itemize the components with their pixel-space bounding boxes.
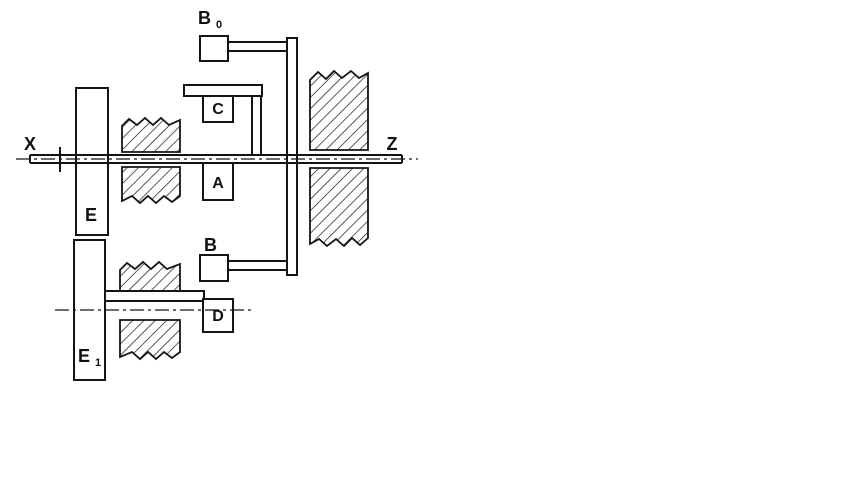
frame-hatch-bottom-lower: [119, 319, 181, 361]
input-shaft-label: X: [24, 134, 36, 154]
clutch-e-label: E: [85, 205, 97, 225]
band-b-label: B: [204, 235, 217, 255]
frame-hatch-left-lower: [121, 166, 181, 205]
band-b-strip: [227, 260, 289, 271]
clutch-c-link-strip: [251, 95, 262, 156]
brake-b0-label: B 0: [198, 8, 222, 31]
brake-b0-label-main: B: [198, 8, 211, 28]
gear-a-label: A: [212, 175, 224, 192]
brake-b0-anchor: [199, 35, 229, 62]
clutch-e-drum: [75, 87, 109, 236]
gear-d-label: D: [212, 308, 224, 325]
frame-hatch-left-upper: [121, 116, 181, 153]
clutch-e1-label-sub: 1: [95, 357, 101, 369]
clutch-c-box: [202, 95, 234, 123]
drum-vertical-member: [286, 37, 298, 276]
gear-a-box: [202, 162, 234, 201]
frame-hatch-right-upper: [309, 69, 369, 151]
gear-d-box: [202, 298, 234, 333]
clutch-e1-label-main: E: [78, 346, 90, 366]
clutch-c-label: C: [212, 101, 224, 118]
main-shaft-body: [29, 154, 403, 164]
frame-hatch-right-lower: [309, 167, 369, 248]
band-b-anchor: [199, 254, 229, 282]
clutch-c-cap-strip: [183, 84, 263, 97]
brake-b0-label-sub: 0: [216, 19, 222, 31]
gear-d-link-strip: [104, 290, 205, 302]
output-shaft-label: Z: [387, 134, 398, 154]
brake-b0-band-strip: [227, 41, 289, 52]
clutch-e1-label: E 1: [78, 346, 101, 369]
